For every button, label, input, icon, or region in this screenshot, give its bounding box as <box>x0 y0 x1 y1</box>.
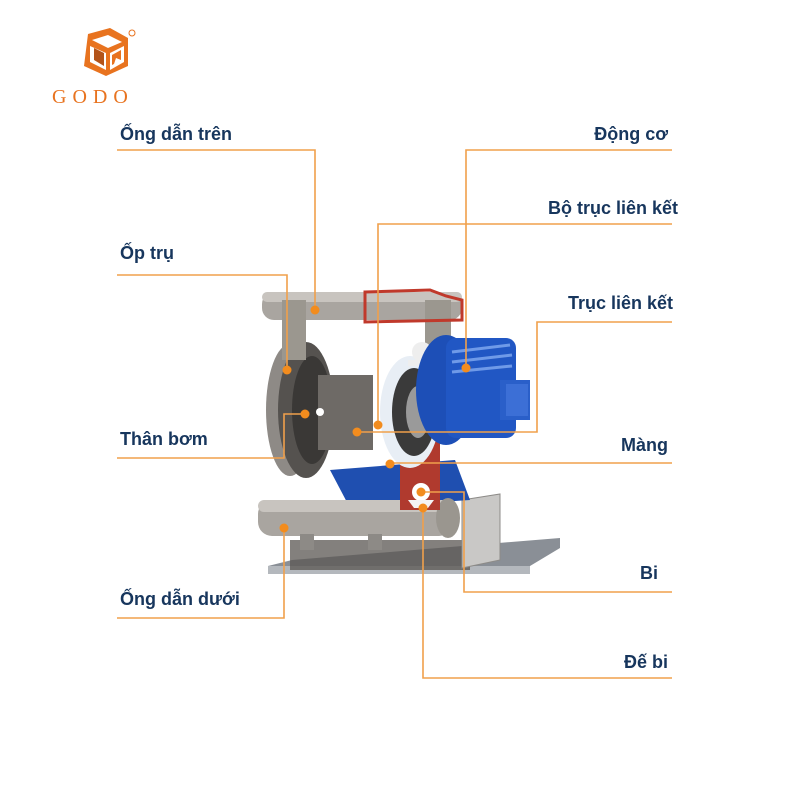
callout-dots <box>279 305 471 533</box>
label-dong-co: Động cơ <box>594 124 668 144</box>
dot-than-bom <box>300 409 310 419</box>
label-bi: Bi <box>640 563 658 583</box>
dot-bo-truc-lien-ket <box>373 420 383 430</box>
label-than-bom: Thân bơm <box>120 429 208 449</box>
label-bo-truc-lien-ket: Bộ trục liên kết <box>547 198 678 218</box>
dot-bi <box>416 487 426 497</box>
dot-dong-co <box>461 363 471 373</box>
base-plate <box>268 493 560 574</box>
pump-body-left <box>266 342 373 478</box>
leader-lines <box>117 149 672 679</box>
brand-name: GODO <box>52 86 134 108</box>
leader-dong-co <box>465 149 672 368</box>
leader-than-bom <box>117 413 305 459</box>
dot-op-tru <box>282 365 292 375</box>
label-mang: Màng <box>621 435 668 455</box>
label-de-bi: Đế bi <box>623 652 668 672</box>
dot-ong-dan-duoi <box>279 523 289 533</box>
leader-bo-truc-lien-ket <box>377 223 672 425</box>
leader-ong-dan-tren <box>117 149 316 310</box>
dot-de-bi <box>418 503 428 513</box>
leader-de-bi <box>422 508 672 679</box>
label-ong-dan-duoi: Ống dẫn dưới <box>120 589 240 609</box>
dot-truc-lien-ket <box>352 427 362 437</box>
electric-motor <box>416 335 530 445</box>
dot-ong-dan-tren <box>310 305 320 315</box>
leader-bi <box>421 491 672 593</box>
godo-logo-icon <box>84 28 136 76</box>
label-ong-dan-tren: Ống dẫn trên <box>120 124 232 144</box>
leader-op-tru <box>117 274 288 370</box>
leader-ong-dan-duoi <box>117 528 285 619</box>
label-op-tru: Ốp trụ <box>120 243 174 263</box>
dot-mang <box>385 459 395 469</box>
leader-truc-lien-ket <box>357 321 672 433</box>
label-truc-lien-ket: Trục liên kết <box>567 293 673 313</box>
